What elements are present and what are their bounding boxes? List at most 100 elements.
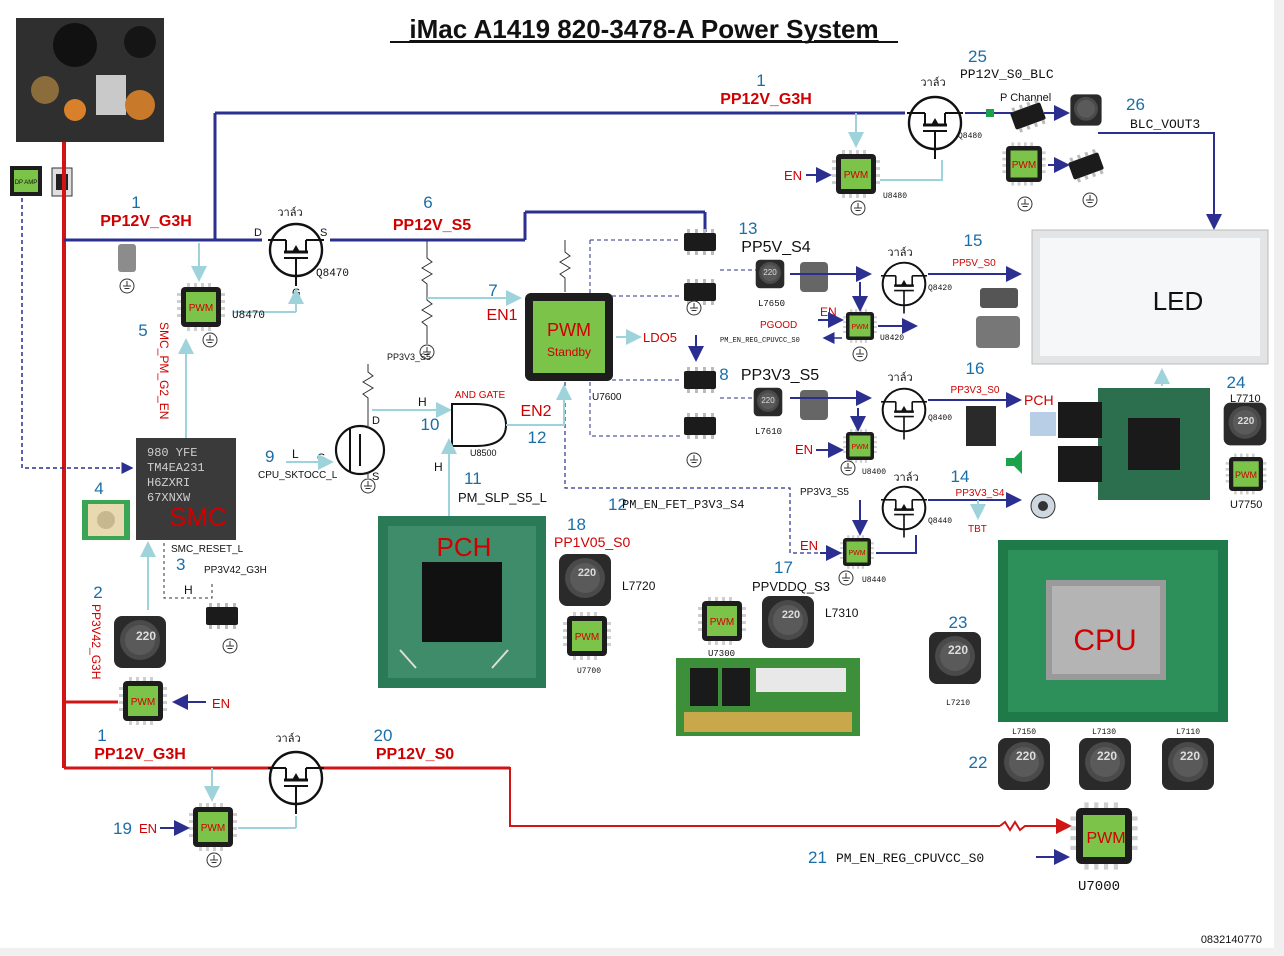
svg-text:PWM: PWM xyxy=(575,632,599,643)
svg-text:วาล์ว: วาล์ว xyxy=(893,471,918,484)
svg-text:Q8440: Q8440 xyxy=(928,517,952,526)
svg-text:L7720: L7720 xyxy=(622,579,656,593)
svg-text:11: 11 xyxy=(464,469,482,488)
diagram-title: iMac A1419 820-3478-A Power System xyxy=(409,14,878,44)
label-g3h-left: PP12V_G3H xyxy=(100,213,192,230)
svg-text:PWM: PWM xyxy=(131,697,155,708)
svg-text:U7600: U7600 xyxy=(592,392,622,403)
svg-text:20: 20 xyxy=(374,726,393,745)
inductor-l7130 xyxy=(1079,738,1131,790)
mosfet-q8440 xyxy=(879,485,929,539)
hdd-icon xyxy=(976,316,1020,348)
svg-text:L7110: L7110 xyxy=(1176,728,1200,737)
label-pgood: PGOOD xyxy=(760,320,797,331)
vram-chip-2 xyxy=(1058,446,1102,482)
svg-text:3: 3 xyxy=(176,555,185,574)
svg-text:1: 1 xyxy=(97,726,106,745)
pch-chip xyxy=(378,516,546,688)
svg-text:220: 220 xyxy=(948,643,968,657)
svg-text:PWM: PWM xyxy=(710,617,734,628)
svg-text:AND GATE: AND GATE xyxy=(455,390,506,401)
svg-text:220: 220 xyxy=(1180,749,1200,763)
svg-text:15: 15 xyxy=(964,231,983,250)
svg-text:Q8470: Q8470 xyxy=(316,268,349,280)
svg-text:4: 4 xyxy=(94,479,103,498)
led-panel xyxy=(1031,229,1269,365)
flash-chip xyxy=(966,406,996,446)
svg-text:PCH: PCH xyxy=(1024,392,1054,408)
svg-text:Q8420: Q8420 xyxy=(928,284,952,293)
power-supply-board xyxy=(16,18,164,142)
inductor-blc xyxy=(1070,94,1102,126)
svg-text:EN: EN xyxy=(820,305,837,319)
svg-text:PM_EN_REG_CPUVCC_S0: PM_EN_REG_CPUVCC_S0 xyxy=(720,337,800,345)
svg-text:U8470: U8470 xyxy=(232,310,265,322)
mosfet-so8-2 xyxy=(684,279,716,305)
gpu-chip xyxy=(1098,388,1210,500)
svg-text:EN: EN xyxy=(795,442,813,457)
svg-text:D: D xyxy=(254,227,262,239)
svg-text:PWM: PWM xyxy=(851,444,868,451)
svg-text:PP3V3_S5: PP3V3_S5 xyxy=(800,487,849,498)
svg-text:67XNXW: 67XNXW xyxy=(147,491,191,505)
rail-s0 xyxy=(330,767,1000,827)
led-label: LED xyxy=(1153,286,1204,316)
svg-text:14: 14 xyxy=(951,467,970,486)
svg-text:Standby: Standby xyxy=(547,345,591,359)
svg-text:220: 220 xyxy=(578,567,596,579)
svg-text:EN: EN xyxy=(800,538,818,553)
label-en1: EN1 xyxy=(486,307,517,324)
svg-text:U8440: U8440 xyxy=(862,576,886,585)
svg-text:12: 12 xyxy=(528,428,547,447)
mosfet-q8480 xyxy=(905,95,965,161)
svg-text:DP AMP: DP AMP xyxy=(15,180,38,186)
svg-text:220: 220 xyxy=(1238,416,1255,427)
smc-label: SMC xyxy=(169,502,227,532)
capacitor-pp5v xyxy=(800,262,828,292)
pch-label: PCH xyxy=(437,532,492,562)
svg-text:วาล์ว: วาล์ว xyxy=(920,76,945,89)
svg-text:PP3V42_G3H: PP3V42_G3H xyxy=(204,565,267,576)
pwm-standby-u7600 xyxy=(525,293,613,381)
label-pp3v3-s0: PP3V3_S0 xyxy=(951,385,1000,396)
label-pp3v3-s4: PP3V3_S4 xyxy=(956,488,1005,499)
svg-text:U8500: U8500 xyxy=(470,448,497,458)
svg-text:PWM: PWM xyxy=(844,170,868,181)
svg-text:8: 8 xyxy=(719,365,728,384)
svg-text:L7650: L7650 xyxy=(758,299,785,309)
usb-icon xyxy=(980,288,1018,308)
svg-text:220: 220 xyxy=(763,268,777,277)
svg-text:วาล์ว: วาล์ว xyxy=(277,206,302,219)
mosfet-so8-4 xyxy=(684,413,716,439)
svg-text:PWM: PWM xyxy=(201,823,225,834)
svg-text:U8480: U8480 xyxy=(883,192,907,201)
label-pp1v05: PP1V05_S0 xyxy=(554,534,630,550)
inductor-l7720 xyxy=(559,554,611,606)
ram-module xyxy=(676,658,860,736)
svg-text:PWM: PWM xyxy=(189,303,213,314)
svg-text:H: H xyxy=(418,395,427,409)
svg-text:U7300: U7300 xyxy=(708,649,735,659)
svg-text:วาล์ว: วาล์ว xyxy=(275,732,300,745)
svg-text:PWM: PWM xyxy=(1086,830,1125,847)
svg-text:U7700: U7700 xyxy=(577,667,601,676)
ldo-chip xyxy=(206,603,238,629)
svg-text:24: 24 xyxy=(1227,373,1246,392)
footer-code: 0832140770 xyxy=(1201,934,1262,946)
svg-text:9: 9 xyxy=(265,447,274,466)
speaker-icon xyxy=(1006,450,1022,474)
svg-text:22: 22 xyxy=(969,753,988,772)
svg-text:U8420: U8420 xyxy=(880,334,904,343)
svg-text:PWM: PWM xyxy=(547,320,591,340)
capacitor-pp3v3 xyxy=(800,390,828,420)
vram-chip-1 xyxy=(1058,402,1102,438)
label-pm-slp: PM_SLP_S5_L xyxy=(458,490,547,505)
label-pp3v42: PP3V42_G3H xyxy=(89,604,103,679)
label-pp5v-s4: PP5V_S4 xyxy=(741,239,810,256)
mosfet-q8400 xyxy=(879,387,929,441)
svg-text:26: 26 xyxy=(1126,95,1145,114)
svg-text:17: 17 xyxy=(774,558,793,577)
smc-chip: 980 YFE TM4EA231 H6ZXRI 67XNXW SMC xyxy=(136,438,236,540)
label-pp12v-s0-blc: PP12V_S0_BLC xyxy=(960,67,1054,82)
